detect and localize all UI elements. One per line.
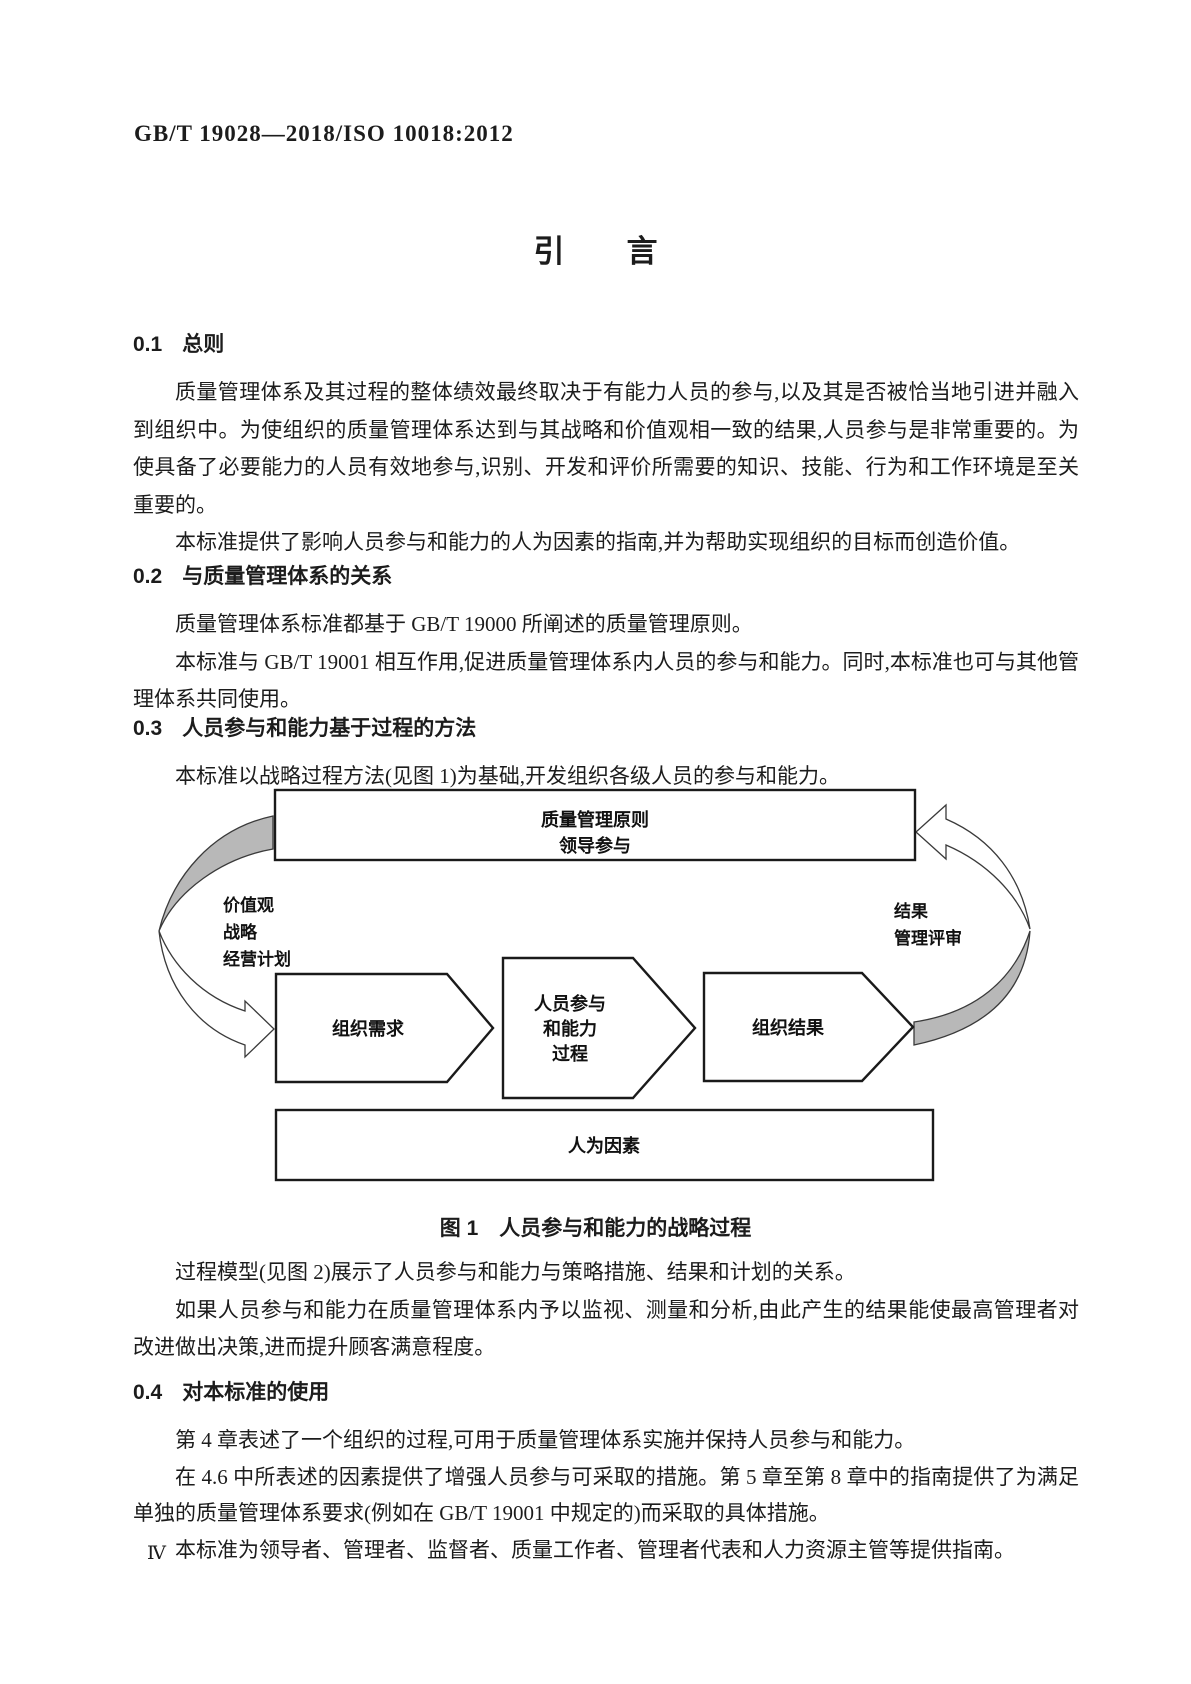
paragraph: 质量管理体系及其过程的整体绩效最终取决于有能力人员的参与,以及其是否被恰当地引进…	[133, 380, 1079, 517]
page-number: Ⅳ	[147, 1543, 166, 1564]
left-cycle-arrow-head	[158, 930, 275, 1059]
section-0-3: 0.3 人员参与和能力基于过程的方法 本标准以战略过程方法(见图 1)为基础,开发…	[133, 712, 1079, 796]
paragraph: 本标准提供了影响人员参与和能力的人为因素的指南,并为帮助实现组织的目标而创造价值…	[175, 530, 1021, 554]
section-number: 0.2	[133, 565, 163, 588]
section-heading: 0.2 与质量管理体系的关系	[133, 560, 1079, 590]
right-cycle-arrow-head	[915, 803, 1031, 930]
section-number: 0.4	[133, 1381, 163, 1404]
paragraph: 本标准以战略过程方法(见图 1)为基础,开发组织各级人员的参与和能力。	[175, 764, 840, 788]
involvement-process-box-label-2: 和能力	[543, 1018, 597, 1039]
org-needs-box-label: 组织需求	[332, 1018, 405, 1039]
quality-principles-box-label-1: 质量管理原则	[541, 809, 649, 830]
left-cycle-label: 价值观	[223, 895, 274, 915]
human-factors-box	[274, 1108, 935, 1182]
quality-principles-box	[273, 788, 917, 862]
human-factors-box-label: 人为因素	[568, 1135, 640, 1156]
right-cycle-arrow-lower	[913, 930, 1031, 1046]
org-results-box	[702, 971, 915, 1083]
paragraph: 过程模型(见图 2)展示了人员参与和能力与策略措施、结果和计划的关系。	[175, 1260, 856, 1284]
section-title: 对本标准的使用	[182, 1381, 330, 1404]
org-needs-box	[274, 972, 495, 1084]
figure-1-diagram: 质量管理原则 领导参与 组织需求 人员参与 和能力 过程 组织结果 人为因素 价…	[130, 745, 1090, 1205]
section-title: 总则	[182, 333, 225, 356]
section-0-1: 0.1 总则 质量管理体系及其过程的整体绩效最终取决于有能力人员的参与,以及其是否…	[133, 328, 1079, 562]
section-0-3-continued: 过程模型(见图 2)展示了人员参与和能力与策略措施、结果和计划的关系。 如果人员…	[133, 1254, 1079, 1367]
left-cycle-label: 经营计划	[223, 949, 291, 969]
section-heading: 0.3 人员参与和能力基于过程的方法	[133, 712, 1079, 742]
section-number: 0.1	[133, 333, 163, 356]
involvement-process-box-label-1: 人员参与	[534, 993, 606, 1014]
section-heading: 0.1 总则	[133, 328, 1079, 358]
section-title: 与质量管理体系的关系	[182, 565, 393, 588]
figure-caption: 图 1 人员参与和能力的战略过程	[439, 1217, 752, 1240]
quality-principles-box-label-2: 领导参与	[559, 835, 631, 856]
section-heading: 0.4 对本标准的使用	[133, 1376, 1079, 1406]
right-cycle-label: 结果	[894, 901, 928, 921]
org-results-box-label: 组织结果	[752, 1017, 825, 1038]
section-title: 人员参与和能力基于过程的方法	[182, 717, 477, 740]
section-0-4: 0.4 对本标准的使用 第 4 章表述了一个组织的过程,可用于质量管理体系实施并保…	[133, 1376, 1079, 1568]
involvement-process-box-label-3: 过程	[552, 1043, 588, 1064]
paragraph: 如果人员参与和能力在质量管理体系内予以监视、测量和分析,由此产生的结果能使最高管…	[133, 1297, 1079, 1360]
paragraph: 本标准与 GB/T 19001 相互作用,促进质量管理体系内人员的参与和能力。同…	[133, 649, 1079, 712]
paragraph: 在 4.6 中所表述的因素提供了增强人员参与可采取的措施。第 5 章至第 8 章…	[133, 1464, 1079, 1526]
section-number: 0.3	[133, 717, 163, 740]
right-cycle-label: 管理评审	[894, 928, 962, 948]
section-0-2: 0.2 与质量管理体系的关系 质量管理体系标准都基于 GB/T 19000 所阐述…	[133, 560, 1079, 719]
paragraph: 第 4 章表述了一个组织的过程,可用于质量管理体系实施并保持人员参与和能力。	[175, 1428, 916, 1452]
standard-code-header: GB/T 19028—2018/ISO 10018:2012	[134, 121, 514, 146]
document-title: 引 言	[533, 234, 658, 269]
paragraph: 质量管理体系标准都基于 GB/T 19000 所阐述的质量管理原则。	[175, 612, 753, 636]
left-cycle-label: 战略	[223, 922, 258, 942]
involvement-process-box	[501, 956, 697, 1100]
paragraph: 本标准为领导者、管理者、监督者、质量工作者、管理者代表和人力资源主管等提供指南。	[175, 1537, 1015, 1562]
